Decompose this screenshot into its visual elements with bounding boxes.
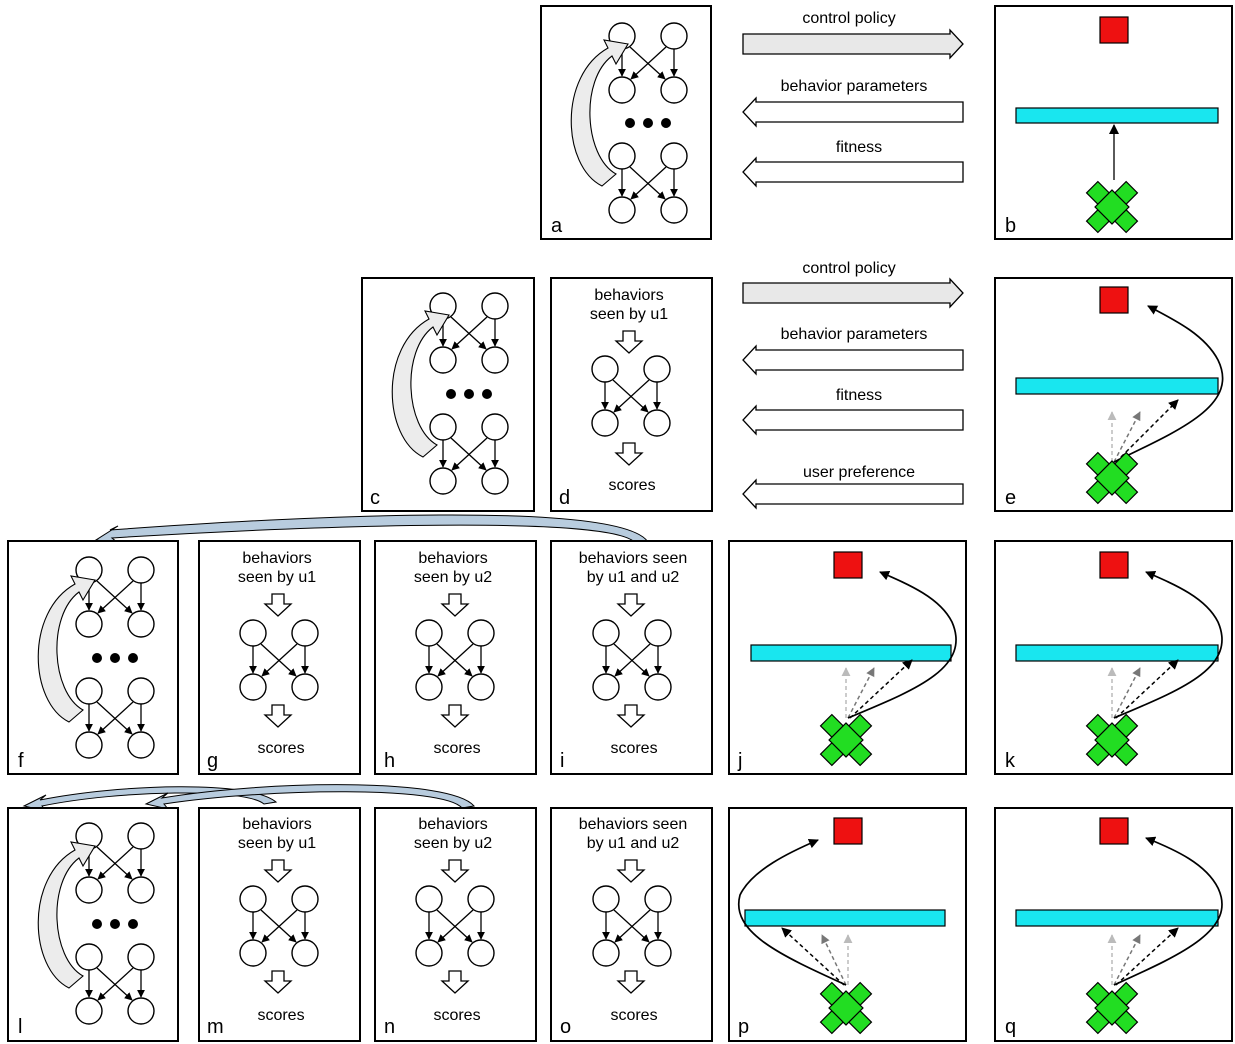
panel-label-i: i (560, 750, 564, 772)
panel-label-h: h (384, 750, 395, 772)
scores-label: scores (433, 1007, 480, 1024)
panel-o: behaviors seen by u1 and u2 scores o (550, 807, 713, 1042)
panel-label-o: o (560, 1016, 571, 1038)
panel-p: p (728, 807, 967, 1042)
eval-text: behaviors (418, 550, 487, 567)
eval-text: by u1 and u2 (587, 835, 680, 852)
message-arrows-row2: control policy behavior parameters fitne… (742, 260, 964, 510)
panel-n: behaviors seen by u2 scores n (374, 807, 537, 1042)
scores-label: scores (257, 1007, 304, 1024)
label-behavior-parameters: behavior parameters (781, 326, 928, 343)
panel-c: c (361, 277, 535, 512)
eval-text: behaviors (242, 816, 311, 833)
panel-label-q: q (1005, 1016, 1016, 1038)
panel-b: b (994, 5, 1233, 240)
ellipsis-dots (92, 919, 138, 929)
label-control-policy: control policy (802, 10, 895, 27)
panel-label-p: p (738, 1016, 749, 1038)
label-user-preference: user preference (803, 464, 915, 481)
panel-label-d: d (559, 487, 570, 509)
migration-arrow-i-to-f (94, 514, 649, 545)
panel-label-c: c (370, 487, 380, 509)
panel-label-e: e (1005, 487, 1016, 509)
panel-m: behaviors seen by u1 scores m (198, 807, 361, 1042)
panel-g: behaviors seen by u1 scores g (198, 540, 361, 775)
scores-label: scores (608, 477, 655, 494)
panel-label-a: a (551, 215, 563, 237)
eval-text: behaviors seen (579, 550, 688, 567)
panel-label-j: j (737, 750, 742, 772)
eval-text: seen by u2 (414, 835, 492, 852)
eval-text: behaviors (594, 287, 663, 304)
scores-label: scores (433, 740, 480, 757)
label-fitness: fitness (836, 387, 882, 404)
scores-label: scores (610, 1007, 657, 1024)
panel-h: behaviors seen by u2 scores h (374, 540, 537, 775)
panel-l: l (7, 807, 179, 1042)
panel-k: k (994, 540, 1233, 775)
eval-text: behaviors (418, 816, 487, 833)
panel-e: e (994, 277, 1233, 512)
panel-label-m: m (207, 1016, 224, 1038)
label-behavior-parameters: behavior parameters (781, 78, 928, 95)
message-arrows-row1: control policy behavior parameters fitne… (742, 10, 964, 188)
panel-f: f (7, 540, 179, 775)
panel-label-b: b (1005, 215, 1016, 237)
panel-label-f: f (18, 750, 24, 772)
panel-label-k: k (1005, 750, 1016, 772)
eval-text: by u1 and u2 (587, 569, 680, 586)
label-fitness: fitness (836, 139, 882, 156)
eval-text: behaviors (242, 550, 311, 567)
migration-arrow-h-to-m (144, 784, 475, 810)
ellipsis-dots (92, 653, 138, 663)
panel-j: j (728, 540, 967, 775)
scores-label: scores (257, 740, 304, 757)
label-control-policy: control policy (802, 260, 895, 277)
panel-label-g: g (207, 750, 218, 772)
ellipsis-dots (446, 389, 492, 399)
panel-a: a (540, 5, 712, 240)
panel-q: q (994, 807, 1233, 1042)
eval-text: seen by u1 (590, 306, 668, 323)
eval-text: behaviors seen (579, 816, 688, 833)
eval-text: seen by u1 (238, 835, 316, 852)
eval-text: seen by u1 (238, 569, 316, 586)
eval-text: seen by u2 (414, 569, 492, 586)
scores-label: scores (610, 740, 657, 757)
panel-label-n: n (384, 1016, 395, 1038)
panel-label-l: l (18, 1016, 22, 1038)
panel-d: behaviors seen by u1 scores d (550, 277, 713, 512)
ellipsis-dots (625, 118, 671, 128)
panel-i: behaviors seen by u1 and u2 scores i (550, 540, 713, 775)
